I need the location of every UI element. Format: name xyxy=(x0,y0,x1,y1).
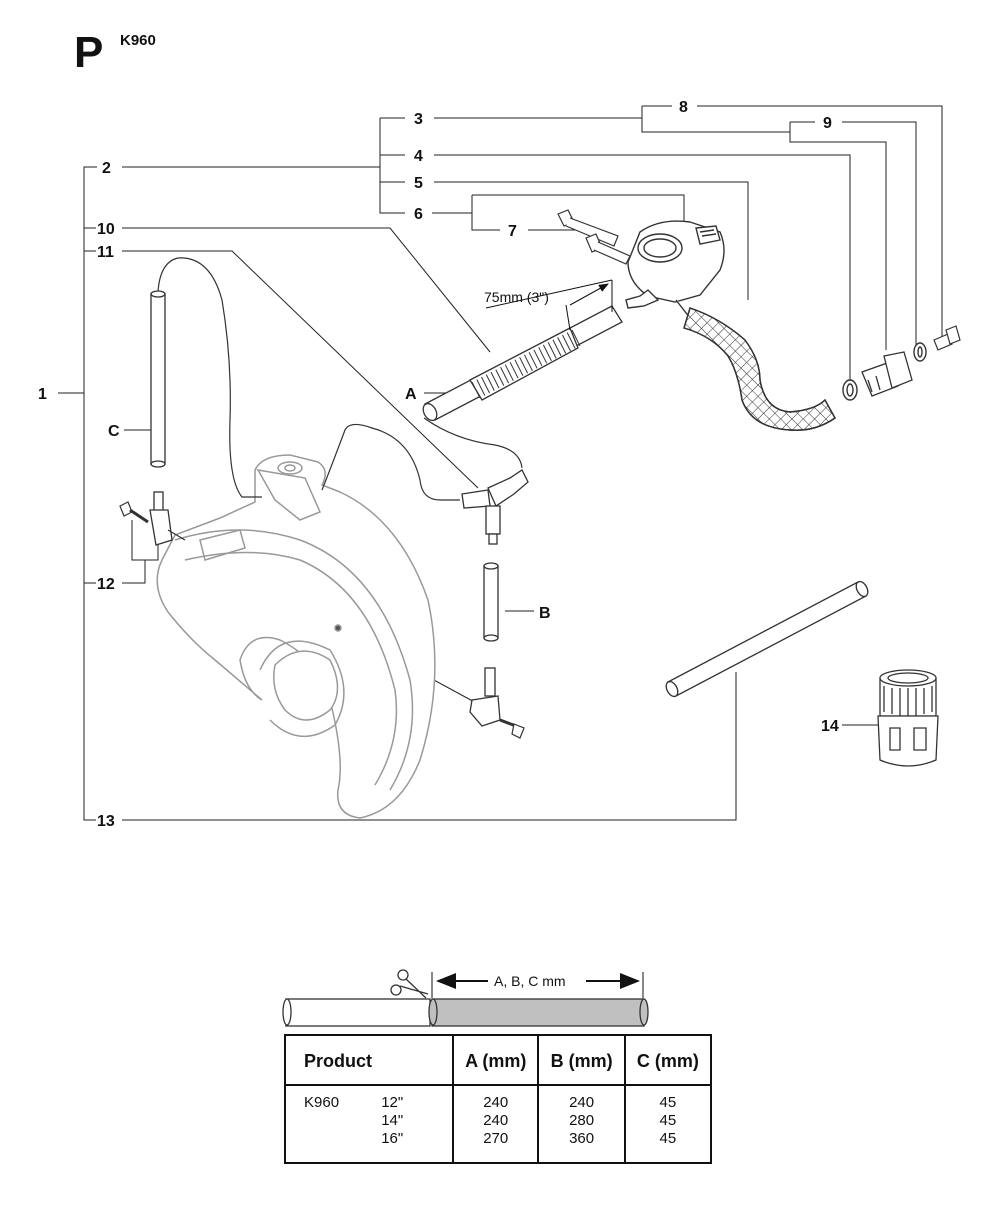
hose-length-table: Product A (mm) B (mm) C (mm) K960 12" 14… xyxy=(284,1034,712,1164)
c-value: 45 xyxy=(659,1130,677,1147)
header-c: C (mm) xyxy=(623,1035,711,1086)
callout-8: 8 xyxy=(679,99,688,116)
a-values-cell: 240 240 270 xyxy=(451,1085,539,1163)
size-value: 12" xyxy=(381,1094,404,1111)
callout-2: 2 xyxy=(102,160,111,177)
screw-12 xyxy=(119,501,149,524)
a-value: 270 xyxy=(483,1130,509,1147)
b-value: 280 xyxy=(569,1112,595,1129)
callout-3: 3 xyxy=(414,111,423,128)
callout-4: 4 xyxy=(414,148,423,165)
b-values-cell: 240 280 360 xyxy=(537,1085,625,1163)
table-row: K960 12" 14" 16" 240 240 270 240 280 360… xyxy=(285,1085,711,1163)
b-value: 240 xyxy=(569,1094,595,1111)
product-name: K960 xyxy=(304,1094,340,1111)
water-hose-routing xyxy=(157,257,523,501)
blade-guard xyxy=(156,454,436,819)
size-value: 14" xyxy=(381,1112,404,1129)
hose-a xyxy=(422,305,623,422)
tube-c xyxy=(149,290,186,546)
section-letter: P xyxy=(74,28,104,77)
cut-length-label: A, B, C mm xyxy=(494,973,566,989)
callout-12: 12 xyxy=(97,576,115,593)
braided-hose xyxy=(683,307,836,431)
dimension-75mm xyxy=(485,279,613,331)
callout-b: B xyxy=(539,605,551,622)
hose-clamp xyxy=(842,379,858,401)
callout-c: C xyxy=(108,423,120,440)
callout-13: 13 xyxy=(97,813,115,830)
a-value: 240 xyxy=(483,1094,509,1111)
cut-illustration xyxy=(282,972,649,1027)
callout-14: 14 xyxy=(821,718,839,735)
model-name: K960 xyxy=(120,32,156,49)
hose-coupling xyxy=(877,669,939,767)
header-product: Product xyxy=(285,1035,453,1086)
callout-1: 1 xyxy=(38,386,47,403)
size-value: 16" xyxy=(381,1130,404,1147)
t-connector xyxy=(461,469,529,545)
tube-b xyxy=(469,562,501,727)
callout-9: 9 xyxy=(823,115,832,132)
b-value: 360 xyxy=(569,1130,595,1147)
product-cell: K960 12" 14" 16" xyxy=(285,1085,453,1163)
callout-6: 6 xyxy=(414,206,423,223)
callout-a: A xyxy=(405,386,417,403)
dimension-label: 75mm (3") xyxy=(484,289,549,305)
leader-lines xyxy=(58,105,943,821)
valve-housing xyxy=(625,220,725,319)
size-list: 12" 14" 16" xyxy=(381,1094,403,1148)
scissors-icon xyxy=(390,969,429,999)
filter-screw xyxy=(933,325,961,351)
callout-11: 11 xyxy=(97,244,114,261)
header-a: A (mm) xyxy=(451,1035,539,1086)
callout-5: 5 xyxy=(414,175,423,192)
callout-7: 7 xyxy=(508,223,517,240)
c-values-cell: 45 45 45 xyxy=(623,1085,711,1163)
screws-7 xyxy=(557,209,631,265)
c-value: 45 xyxy=(659,1112,677,1129)
screw-b xyxy=(499,718,525,739)
o-ring xyxy=(913,342,927,362)
spare-hose xyxy=(665,580,869,698)
c-value: 45 xyxy=(659,1094,677,1111)
callout-10: 10 xyxy=(97,221,115,238)
hose-nipple xyxy=(861,351,913,397)
a-value: 240 xyxy=(483,1112,509,1129)
header-b: B (mm) xyxy=(537,1035,625,1086)
